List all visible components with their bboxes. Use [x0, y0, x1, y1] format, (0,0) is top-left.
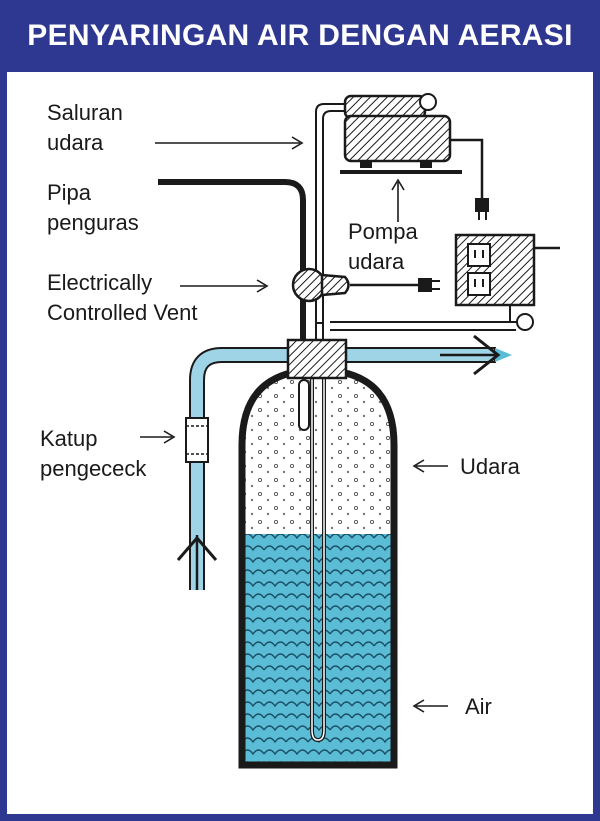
pointer-arrows	[140, 136, 448, 713]
dip-tube	[298, 360, 326, 743]
label-air: Air	[465, 694, 492, 719]
vent-valve	[291, 267, 440, 303]
inlet-pipe	[189, 347, 290, 590]
tank-head	[286, 338, 348, 380]
label-udara: Udara	[460, 454, 520, 479]
check-valve	[185, 417, 209, 463]
page-title: PENYARINGAN AIR DENGAN AERASI	[0, 0, 600, 72]
air-pump	[340, 93, 489, 220]
air-line	[315, 103, 345, 340]
outlet-box	[330, 233, 560, 331]
outlet-arrow	[440, 334, 501, 376]
tank	[238, 366, 398, 769]
inlet-arrow	[176, 535, 218, 590]
drain-pipe	[158, 179, 306, 340]
